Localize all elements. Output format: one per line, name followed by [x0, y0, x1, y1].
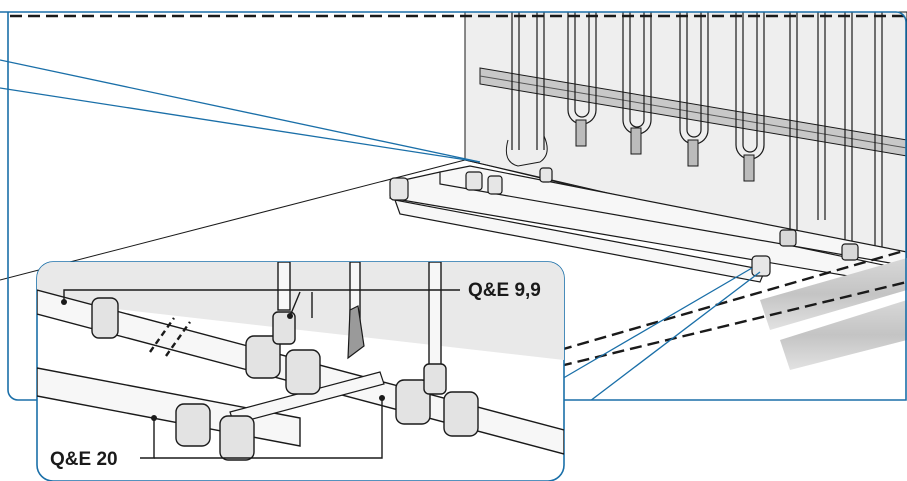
leader-dots	[61, 299, 385, 421]
pipe-clips	[505, 119, 755, 182]
label-small-pipe: Q&E 9,9	[468, 280, 541, 301]
floor-edge	[0, 159, 466, 281]
floor-pipes	[389, 165, 907, 287]
wall-rail	[479, 67, 907, 157]
ducts	[760, 258, 907, 370]
label-large-pipe: Q&E 20	[50, 449, 118, 470]
detail-inset	[36, 261, 565, 481]
magnifier-rays	[0, 59, 761, 400]
cut-lines	[10, 14, 907, 368]
main-frame	[0, 11, 907, 401]
main-scene	[0, 11, 907, 400]
leader-lines	[63, 289, 460, 459]
